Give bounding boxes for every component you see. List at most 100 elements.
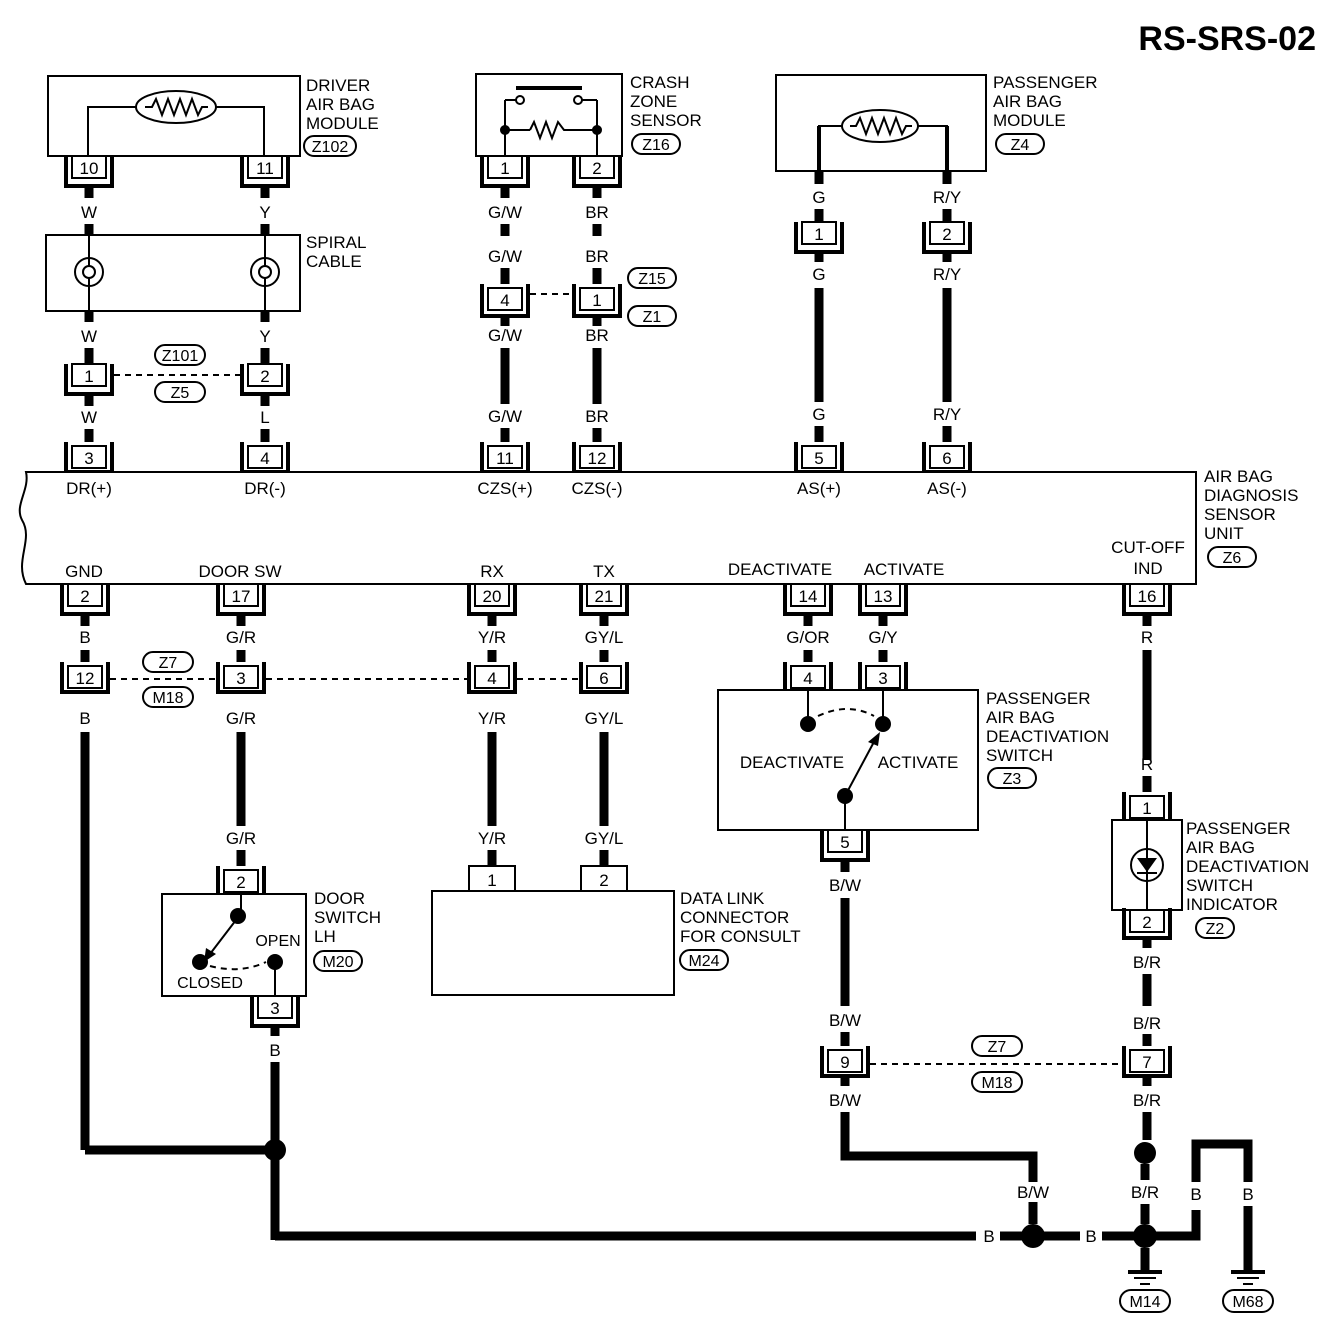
pin-13: 13 [874, 587, 893, 606]
dlc-label-3: FOR CONSULT [680, 927, 801, 946]
wire-color: R [1141, 755, 1153, 774]
indicator-label-5: INDICATOR [1186, 895, 1278, 914]
pin-2: 2 [942, 225, 951, 244]
open-position-label: OPEN [255, 933, 300, 950]
pin-9: 9 [840, 1053, 849, 1072]
wire-color: B/R [1133, 953, 1161, 972]
driver-module-code: Z102 [312, 139, 349, 156]
connector-code-z15: Z15 [638, 271, 666, 288]
wire-color: L [260, 408, 269, 427]
pin-2: 2 [236, 873, 245, 892]
pin-1: 1 [500, 159, 509, 178]
wire-color: G/W [488, 203, 522, 222]
connector-z102 [64, 155, 290, 188]
wire-color: BR [585, 407, 609, 426]
connector-code-z7: Z7 [159, 655, 178, 672]
passenger-air-bag-deactivation-switch [717, 689, 979, 831]
connector-code-z5: Z5 [171, 385, 190, 402]
wire-color: B [1242, 1185, 1253, 1204]
door-switch-code: M20 [322, 954, 353, 971]
wire-color: BR [585, 203, 609, 222]
pin-12: 12 [76, 669, 95, 688]
pin-6: 6 [599, 669, 608, 688]
spiral-cable [45, 234, 301, 312]
pin-4: 4 [487, 669, 496, 688]
wire-color: GY/L [585, 709, 624, 728]
passenger-module-label-3: MODULE [993, 111, 1066, 130]
terminal-label: GND [65, 562, 103, 581]
dlc-code: M24 [688, 953, 719, 970]
pin-16: 16 [1138, 587, 1157, 606]
wire-color: B/R [1131, 1183, 1159, 1202]
indicator-label-4: SWITCH [1186, 876, 1253, 895]
diag-unit-code: Z6 [1223, 550, 1242, 567]
diag-unit-label-3: SENSOR [1204, 505, 1276, 524]
wire-color: W [81, 203, 97, 222]
terminal-label: CZS(+) [477, 479, 532, 498]
diag-unit-label-2: DIAGNOSIS [1204, 486, 1298, 505]
wire-color: G/R [226, 709, 256, 728]
wire-color: R/Y [933, 265, 961, 284]
pin-3: 3 [878, 669, 887, 688]
crash-sensor-label-2: ZONE [630, 92, 677, 111]
wire-color: Y/R [478, 628, 506, 647]
pin-4: 4 [803, 669, 812, 688]
diag-unit-label-1: AIR BAG [1204, 467, 1273, 486]
spiral-cable-label-1: SPIRAL [306, 233, 366, 252]
wire-color: B [79, 628, 90, 647]
data-link-connector [431, 890, 675, 996]
wire-color: G/R [226, 829, 256, 848]
passenger-module-label-2: AIR BAG [993, 92, 1062, 111]
wire-color: B/R [1133, 1014, 1161, 1033]
pin-17: 17 [232, 587, 251, 606]
pin-3: 3 [84, 449, 93, 468]
pin-5: 5 [814, 449, 823, 468]
indicator-label-3: DEACTIVATION [1186, 857, 1309, 876]
pin-3: 3 [270, 999, 279, 1018]
deact-switch-label-3: DEACTIVATION [986, 727, 1109, 746]
wire-color: Y/R [478, 709, 506, 728]
wire-color: G/W [488, 326, 522, 345]
ground-m14 [1119, 1248, 1171, 1313]
passenger-air-bag-module [775, 74, 987, 172]
terminal-label: IND [1133, 559, 1162, 578]
pin-4: 4 [500, 291, 509, 310]
pin-1: 1 [592, 291, 601, 310]
wire-color: G/W [488, 247, 522, 266]
driver-module-label-2: AIR BAG [306, 95, 375, 114]
wire-color: G [812, 265, 825, 284]
terminal-label: CZS(-) [572, 479, 623, 498]
wire-color: B [79, 709, 90, 728]
deact-switch-label-1: PASSENGER [986, 689, 1091, 708]
driver-module-label-1: DRIVER [306, 76, 370, 95]
terminal-label: DR(-) [244, 479, 286, 498]
wire-color: W [81, 408, 97, 427]
pin-2: 2 [599, 871, 608, 890]
closed-position-label: CLOSED [177, 975, 243, 992]
wire-color: R [1141, 628, 1153, 647]
connector-m20-bottom [250, 995, 300, 1028]
wire-color: B/W [829, 1011, 861, 1030]
connector-code-z1: Z1 [643, 309, 662, 326]
dlc-label-1: DATA LINK [680, 889, 765, 908]
pin-12: 12 [588, 449, 607, 468]
crash-sensor-label-3: SENSOR [630, 111, 702, 130]
wire-color: B/W [829, 1091, 861, 1110]
wire-color: B [983, 1227, 994, 1246]
pin-11: 11 [256, 159, 274, 178]
diag-unit-label-4: UNIT [1204, 524, 1244, 543]
air-bag-diagnosis-sensor-unit [18, 471, 1197, 585]
activate-position-label: ACTIVATE [878, 753, 959, 772]
pin-1: 1 [487, 871, 496, 890]
indicator-label-1: PASSENGER [1186, 819, 1291, 838]
connector-code-z7: Z7 [988, 1039, 1007, 1056]
passenger-module-code: Z4 [1011, 137, 1030, 154]
wire-color: W [81, 327, 97, 346]
passenger-air-bag-deactivation-switch-indicator [1111, 819, 1183, 911]
wire-color: G [812, 405, 825, 424]
ground-m68 [1222, 1270, 1274, 1313]
terminal-label: TX [593, 562, 615, 581]
terminal-label: RX [480, 562, 504, 581]
deactivate-position-label: DEACTIVATE [740, 753, 844, 772]
connector-code-m18: M18 [981, 1075, 1012, 1092]
